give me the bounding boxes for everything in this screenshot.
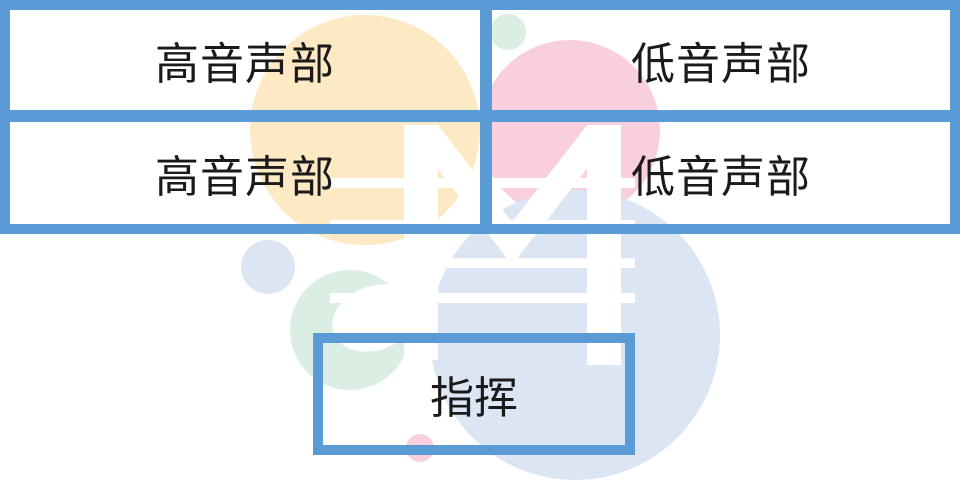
voice-cell-bottom-left: 高音声部 <box>155 152 335 203</box>
voice-grid: 高音声部 低音声部 高音声部 低音声部 <box>0 0 960 234</box>
voice-cell-top-left: 高音声部 <box>155 39 335 90</box>
voice-cell-top-right: 低音声部 <box>631 39 811 90</box>
grid-horizontal-divider <box>10 110 950 122</box>
watermark-small-blue-dot <box>241 240 295 294</box>
conductor-box: 指挥 <box>313 333 635 455</box>
watermark-small-green-dot <box>490 14 526 50</box>
voice-cell-bottom-right: 低音声部 <box>631 152 811 203</box>
